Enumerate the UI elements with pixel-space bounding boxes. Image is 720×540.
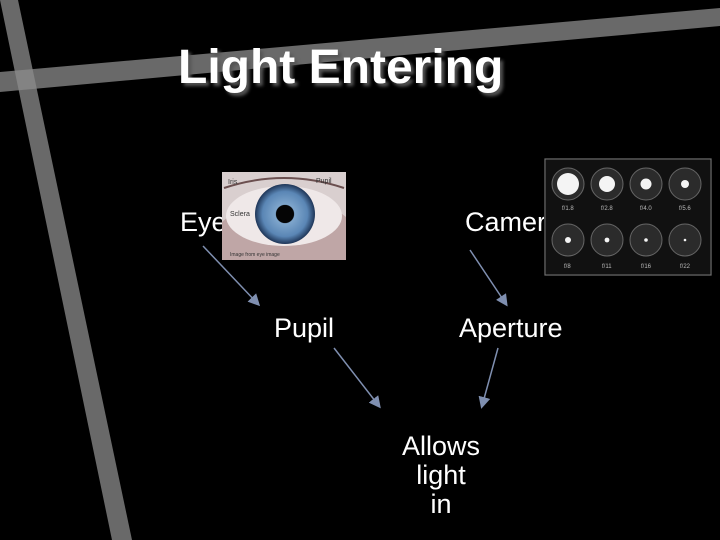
arrow-eye-to-pupil — [202, 245, 261, 307]
aperture-row-bottom — [551, 223, 702, 257]
eye-photo-caption: Image from eye image — [230, 252, 280, 258]
band-vertical — [0, 0, 132, 540]
allows-line-3: in — [430, 489, 452, 519]
aperture-label-3: f/4.0 — [640, 206, 652, 212]
allows-line-1: Allows — [401, 431, 481, 461]
arrow-aperture-to-allows — [478, 347, 499, 409]
aperture-label-7: f/16 — [641, 264, 652, 270]
eye-label-iris: Iris — [228, 179, 238, 186]
aperture-label-8: f/22 — [680, 264, 691, 270]
band-horizontal — [0, 8, 720, 92]
aperture-label-5: f/8 — [564, 264, 571, 270]
eye-label-sclera: Sclera — [230, 211, 250, 218]
arrow-camera-to-aperture — [469, 249, 508, 307]
aperture-photo: f/1.8 f/2.8 f/4.0 f/5.6 f/8 f/11 f/16 f/… — [544, 158, 712, 276]
node-allows-light-in: Allows light in — [396, 432, 486, 519]
eye-photo: Iris Pupil Sclera Image from eye image — [222, 172, 346, 260]
aperture-label-6: f/11 — [602, 264, 612, 270]
pupil-shape — [276, 205, 294, 223]
node-aperture: Aperture — [459, 313, 563, 343]
node-pupil: Pupil — [274, 313, 335, 343]
aperture-label-2: f/2.8 — [601, 206, 613, 212]
arrow-pupil-to-allows — [333, 347, 381, 409]
aperture-label-4: f/5.6 — [679, 206, 691, 212]
slide-title: Light Entering — [178, 41, 504, 94]
aperture-row-top — [551, 167, 702, 201]
aperture-label-1: f/1.8 — [562, 206, 574, 212]
eye-label-pupil: Pupil — [316, 178, 332, 185]
node-eye: Eye — [180, 207, 227, 237]
allows-line-2: light — [416, 460, 466, 490]
